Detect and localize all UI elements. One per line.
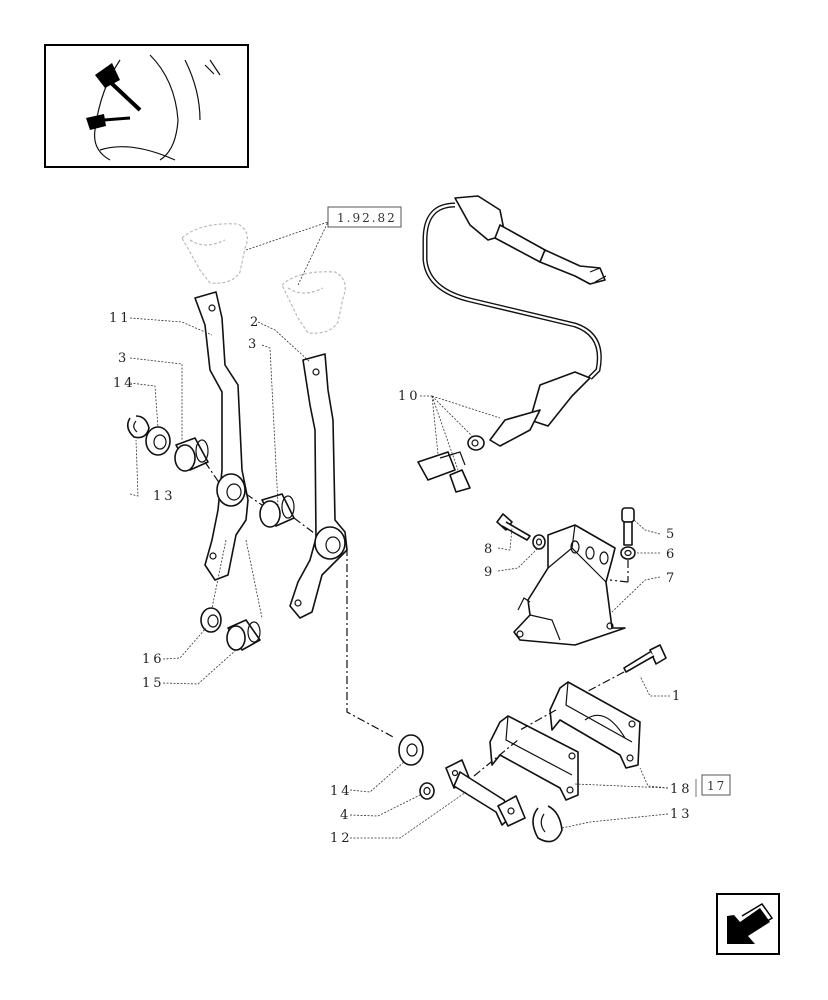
callout-5: 5 (666, 527, 677, 542)
kit-box: 17 (695, 774, 731, 797)
washer-16 (200, 607, 222, 633)
bushing-3-right (259, 493, 295, 528)
callout-16: 16 (142, 652, 165, 667)
lever-2 (289, 353, 348, 619)
control-cable-10 (417, 195, 607, 493)
locator-thumbnail (44, 44, 249, 168)
clip-13-left (126, 415, 150, 439)
callout-13-lower: 13 (670, 807, 693, 822)
callout-labels: 11 2 3 3 14 13 10 5 6 7 8 9 16 15 1 14 4… (109, 311, 693, 846)
reference-box-text: 1.92.82 (337, 211, 397, 225)
ghost-lever-knob-right (281, 271, 346, 334)
bushing-15 (226, 619, 261, 651)
callout-10-leaders (420, 395, 501, 471)
callout-6: 6 (666, 547, 677, 562)
callout-1: 1 (672, 689, 683, 704)
tractor-levers-thumbnail-icon (86, 54, 221, 161)
pin-12 (445, 759, 526, 827)
callout-8: 8 (484, 542, 495, 557)
previous-page-arrow-icon[interactable] (716, 893, 780, 955)
ghost-lever-knob-left (181, 223, 248, 284)
washer-9 (532, 534, 546, 550)
clip-13-lower (532, 805, 563, 843)
washer-6 (620, 546, 636, 560)
kit-box-text: 17 (707, 779, 726, 793)
clamp-half-lower (489, 715, 579, 801)
callout-12: 12 (330, 831, 353, 846)
lever-11 (194, 291, 249, 581)
washer-14-left (145, 426, 171, 456)
callout-7: 7 (666, 571, 677, 586)
callout-3-left: 3 (118, 351, 129, 366)
bushing-3-left (174, 437, 209, 472)
bracket-7 (513, 524, 626, 646)
leader-lines (129, 317, 670, 839)
clamp-half-upper (549, 681, 641, 769)
bolt-5 (621, 507, 635, 546)
callout-14-upper: 14 (113, 376, 136, 391)
washer-14-lower (398, 734, 424, 766)
reference-callout: 1.92.82 (245, 206, 402, 286)
callout-13-upper: 13 (153, 489, 176, 504)
bolt-1 (623, 644, 667, 673)
callout-3-right: 3 (248, 337, 259, 352)
callout-18: 18 (670, 782, 693, 797)
bolt-8 (496, 513, 531, 541)
callout-14-lower: 14 (330, 784, 353, 799)
callout-10: 10 (398, 389, 421, 404)
callout-2: 2 (250, 315, 261, 330)
callout-15: 15 (142, 676, 165, 691)
washer-4 (419, 782, 435, 800)
callout-9: 9 (484, 565, 495, 580)
callout-11: 11 (109, 311, 132, 326)
callout-4: 4 (340, 808, 351, 823)
